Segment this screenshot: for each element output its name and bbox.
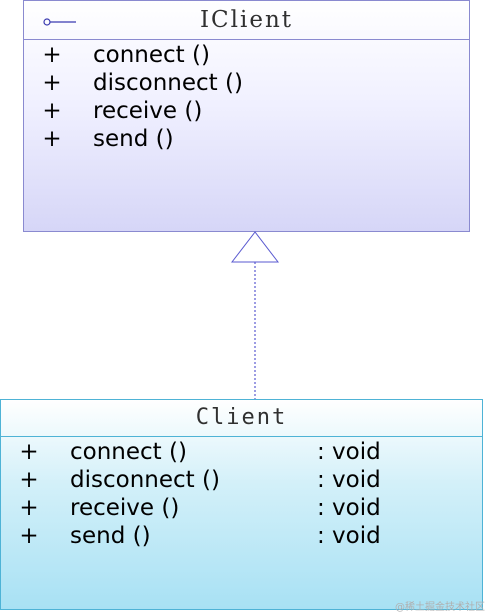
method-row: + send () <box>24 126 469 154</box>
visibility-marker: + <box>42 98 62 124</box>
return-type: : void <box>317 467 381 493</box>
iclient-title-bar: IClient <box>24 1 469 40</box>
method-name: disconnect () <box>93 70 243 96</box>
method-name: connect () <box>70 439 187 465</box>
method-row: + disconnect () : void <box>1 467 482 495</box>
method-name: send () <box>93 126 174 152</box>
visibility-marker: + <box>42 126 62 152</box>
method-name: send () <box>70 523 151 549</box>
method-row: + connect () <box>24 42 469 70</box>
return-type: : void <box>317 439 381 465</box>
method-name: receive () <box>93 98 203 124</box>
visibility-marker: + <box>19 523 39 549</box>
client-title-bar: Client <box>1 400 482 437</box>
visibility-marker: + <box>19 467 39 493</box>
method-row: + connect () : void <box>1 439 482 467</box>
client-name: Client <box>195 405 288 430</box>
iclient-name: IClient <box>199 7 294 33</box>
client-methods: + connect () : void + disconnect () : vo… <box>1 437 482 551</box>
visibility-marker: + <box>19 495 39 521</box>
return-type: : void <box>317 523 381 549</box>
visibility-marker: + <box>19 439 39 465</box>
method-name: receive () <box>70 495 180 521</box>
iclient-methods: + connect () + disconnect () + receive (… <box>24 40 469 154</box>
client-class-box: Client + connect () : void + disconnect … <box>0 399 483 610</box>
watermark: @稀土掘金技术社区 <box>395 602 485 613</box>
visibility-marker: + <box>42 70 62 96</box>
method-row: + receive () : void <box>1 495 482 523</box>
method-row: + receive () <box>24 98 469 126</box>
method-row: + send () : void <box>1 523 482 551</box>
realization-arrowhead <box>230 231 280 263</box>
method-name: connect () <box>93 42 210 68</box>
return-type: : void <box>317 495 381 521</box>
visibility-marker: + <box>42 42 62 68</box>
iclient-interface-box: IClient + connect () + disconnect () + r… <box>23 0 470 232</box>
interface-lollipop-icon <box>43 18 76 26</box>
method-name: disconnect () <box>70 467 220 493</box>
method-row: + disconnect () <box>24 70 469 98</box>
